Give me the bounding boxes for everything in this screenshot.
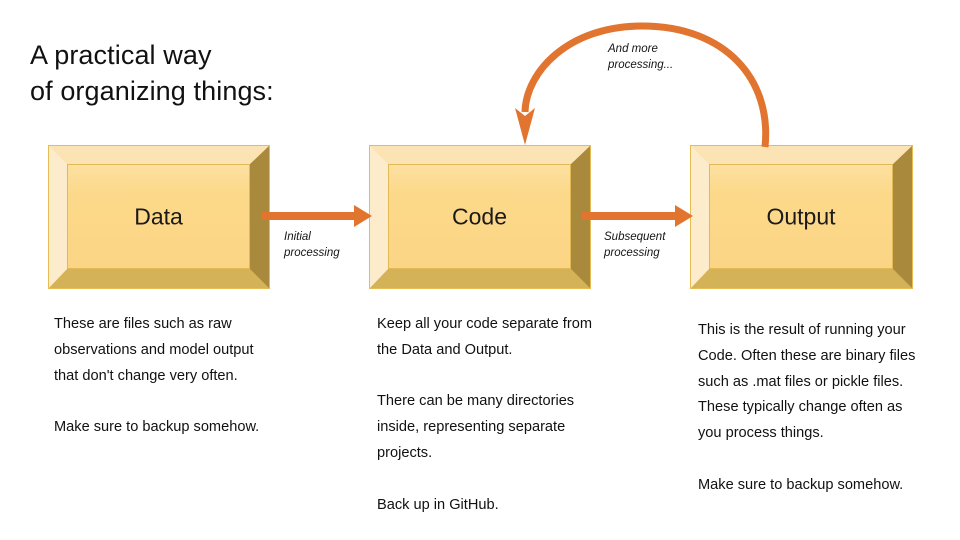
stage-label-output: Output — [766, 203, 836, 229]
stage-label-code: Code — [452, 203, 507, 229]
stage-body-data: These are files such as raw observations… — [54, 316, 260, 436]
stage-box-code[interactable]: Code — [369, 145, 591, 289]
stage-body-code: Keep all your code separate from the Dat… — [377, 316, 592, 513]
arrow-caption-initial: Initial processing — [284, 231, 340, 259]
stage-label-data: Data — [134, 203, 183, 229]
stage-box-output[interactable]: Output — [690, 145, 913, 289]
stage-body-output: This is the result of running your Code.… — [698, 322, 916, 493]
stage-box-data[interactable]: Data — [48, 145, 270, 289]
arrow-curved-icon-andmore — [515, 22, 770, 148]
arrow-right-icon-initial — [262, 205, 372, 227]
page-title: A practical way of organizing things: — [30, 40, 274, 106]
arrow-caption-andmore: And more processing... — [608, 43, 674, 71]
arrow-right-icon-subsequent — [582, 205, 693, 227]
arrow-caption-subsequent: Subsequent processing — [604, 231, 666, 259]
